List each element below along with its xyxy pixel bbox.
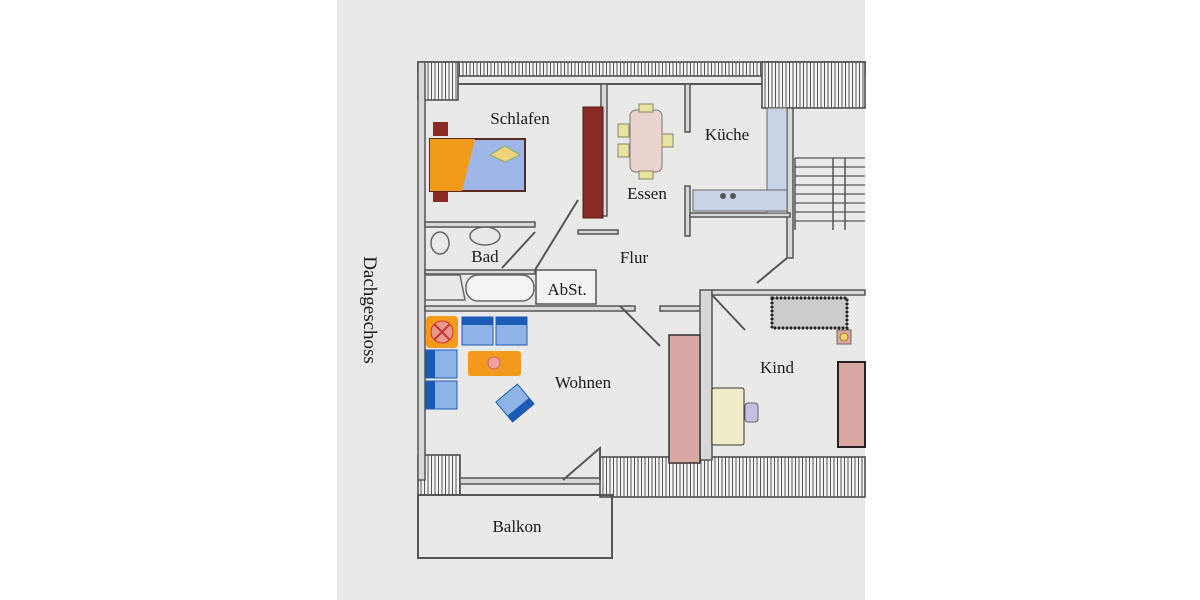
bed-cover bbox=[430, 139, 475, 191]
wardrobe bbox=[582, 106, 604, 219]
room-label-wohnen: Wohnen bbox=[555, 373, 612, 392]
wall-schlafen-bad bbox=[424, 221, 536, 228]
wall-left bbox=[417, 61, 426, 481]
room-label-balkon: Balkon bbox=[492, 517, 542, 536]
walls bbox=[417, 61, 866, 559]
wardrobe-kind bbox=[837, 361, 866, 448]
wall-bad-inner bbox=[424, 269, 536, 275]
room-label-bad: Bad bbox=[471, 247, 499, 266]
desk-chair bbox=[744, 402, 759, 423]
pillow bbox=[488, 145, 522, 163]
wall-wohnen-top bbox=[424, 305, 636, 312]
bathtub bbox=[465, 274, 535, 302]
chair bbox=[617, 123, 630, 138]
door-wohnen bbox=[619, 257, 788, 347]
sink bbox=[469, 226, 501, 246]
wall-flur-top bbox=[577, 229, 619, 235]
kitchen-counter bbox=[692, 189, 788, 212]
wall-kueche-bottom bbox=[689, 212, 791, 218]
wall-kueche-right bbox=[786, 107, 794, 259]
abst-room bbox=[535, 269, 597, 305]
chair bbox=[638, 103, 654, 113]
wardrobe-wohnen bbox=[668, 334, 701, 464]
sofa-back bbox=[462, 317, 493, 325]
stove-icon bbox=[730, 193, 736, 199]
armchair-rotated bbox=[495, 383, 535, 423]
room-label-flur: Flur bbox=[620, 248, 649, 267]
room-label-kind: Kind bbox=[760, 358, 795, 377]
room-label-essen: Essen bbox=[627, 184, 667, 203]
room-label-kueche: Küche bbox=[705, 125, 749, 144]
wall-kind-top bbox=[711, 289, 866, 296]
sofa-back bbox=[426, 350, 435, 378]
dining-table bbox=[629, 109, 663, 173]
chair bbox=[661, 133, 674, 148]
desk bbox=[711, 387, 745, 446]
bed-kind bbox=[771, 297, 848, 329]
wall-wohnen-kind bbox=[699, 289, 713, 461]
room-label-schlafen: Schlafen bbox=[490, 109, 550, 128]
plant-icon bbox=[487, 356, 501, 370]
wall-essen-kueche-upper bbox=[684, 83, 691, 133]
socket-symbol bbox=[839, 332, 849, 342]
lamp-cross bbox=[433, 323, 451, 341]
room-label-abst: AbSt. bbox=[547, 280, 586, 299]
toilet bbox=[430, 231, 450, 255]
wall-balkon-window bbox=[459, 477, 601, 485]
floor-label: Dachgeschoss bbox=[359, 256, 380, 364]
balkon-outline bbox=[417, 494, 613, 559]
furniture bbox=[424, 103, 866, 464]
staircase bbox=[794, 157, 865, 230]
door-balkon bbox=[562, 445, 601, 481]
kitchen-counter bbox=[766, 107, 788, 214]
wall-wohnen-top-right bbox=[659, 305, 706, 312]
chair bbox=[638, 170, 654, 180]
shower bbox=[424, 274, 466, 301]
wall-essen-kueche-lower bbox=[684, 185, 691, 237]
stove-icon bbox=[720, 193, 726, 199]
door-kind bbox=[711, 294, 746, 331]
sofa-back bbox=[496, 317, 527, 325]
chair bbox=[617, 143, 630, 158]
sofa-back bbox=[426, 381, 435, 409]
door-schlafen bbox=[501, 199, 579, 271]
nightstand bbox=[433, 122, 448, 136]
